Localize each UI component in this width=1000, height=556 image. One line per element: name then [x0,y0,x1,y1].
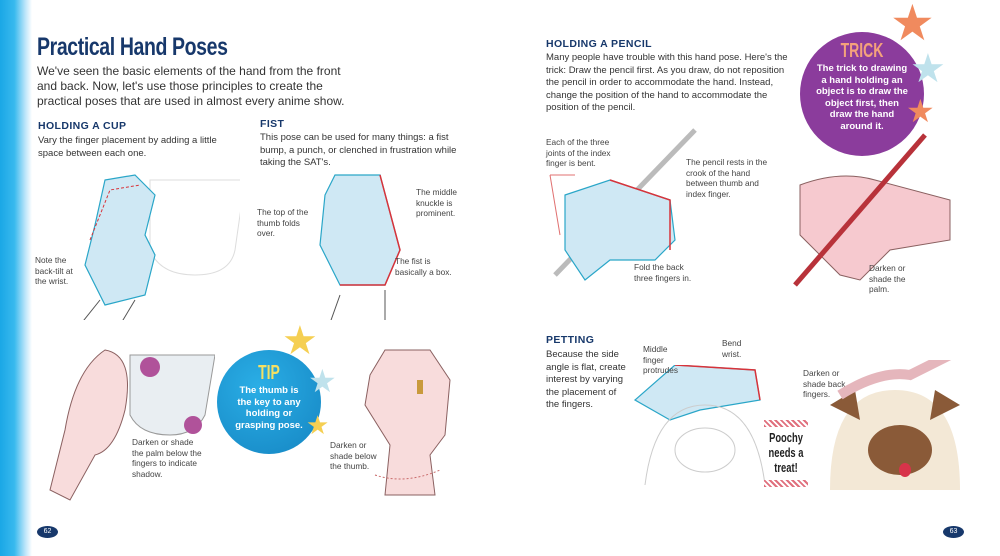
label-back-tilt: Note the back-tilt at the wrist. [35,255,73,286]
star-icon: ★ [306,410,330,440]
label-fist-box: The fist is basically a box. [395,256,452,277]
petting-sketch-illustration [633,365,766,486]
petting-text: Because the side angle is flat, create i… [546,349,626,410]
label-middle-knuckle: The middle knuckle is prominent. [416,187,458,218]
fist-color-illustration [364,349,451,496]
poochy-callout: Poochy needs a treat! [764,420,808,492]
label-thumb-top: The top of the thumb folds over. [257,207,309,238]
label-index-joints: Each of the three joints of the index fi… [546,137,611,168]
trick-text: The trick to drawing a hand holding an o… [816,63,908,132]
star-icon: ★ [906,93,935,129]
fist-sketch-illustration [319,174,401,320]
page-number-left: 62 [37,526,58,538]
trick-badge: TRICK The trick to drawing a hand holdin… [800,32,924,156]
petting-heading: PETTING [546,334,595,346]
label-shade-thumb: Darken or shade below the thumb. [330,440,377,471]
fist-text: This pose can be used for many things: a… [260,132,457,168]
label-bend-wrist: Bend wrist. [722,338,742,359]
cup-color-illustration [49,349,215,501]
label-shade-back-fingers: Darken or shade back fingers. [803,368,846,399]
intro-text: We've seen the basic elements of the han… [37,64,345,108]
pencil-color-illustration [793,133,951,287]
fist-heading: FIST [260,118,285,130]
label-pencil-rests: The pencil rests in the crook of the han… [686,157,768,199]
tip-badge: TIP The thumb is the key to any holding … [217,350,321,454]
pug-color-illustration [830,360,960,490]
page-number-right: 63 [943,526,964,538]
cup-heading: HOLDING A CUP [38,120,127,132]
star-icon: ★ [910,47,946,91]
cup-sketch-illustration [83,174,240,320]
tip-title: TIP [258,362,280,384]
page-edge-strip [0,0,32,556]
stripe-divider [764,420,808,427]
tip-text: The thumb is the key to any holding or g… [235,385,303,431]
page-title: Practical Hand Poses [37,33,228,61]
poochy-text: Poochy needs a treat! [768,431,804,475]
cup-text: Vary the finger placement by adding a li… [38,135,217,159]
star-icon: ★ [890,0,935,51]
pencil-sketch-illustration [549,128,697,281]
pencil-heading: HOLDING A PENCIL [546,38,652,50]
stripe-divider [764,480,808,487]
label-fold-fingers: Fold the back three fingers in. [634,262,692,283]
label-shade-palm: Darken or shade the palm below the finge… [132,437,202,479]
star-icon: ★ [308,363,337,399]
pencil-text: Many people have trouble with this hand … [546,52,788,113]
trick-title: TRICK [840,40,884,62]
label-shade-palm-pencil: Darken or shade the palm. [869,263,906,294]
star-icon: ★ [282,319,318,363]
label-middle-finger: Middle finger protrudes [643,344,679,375]
